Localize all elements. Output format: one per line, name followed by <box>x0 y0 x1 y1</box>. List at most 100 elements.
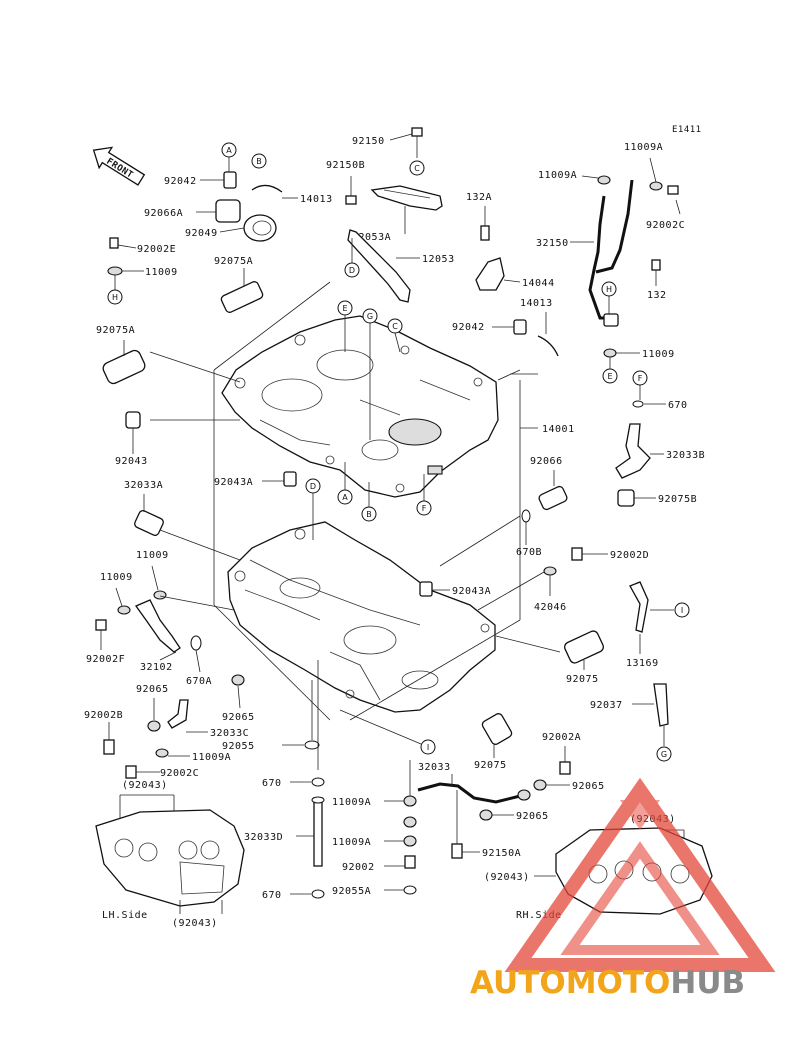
label-92150a: 92150A <box>482 848 521 859</box>
label-92002c-b: 92002C <box>160 768 199 779</box>
label-670b: 670B <box>516 547 542 558</box>
callout-d-1: D <box>344 262 360 278</box>
svg-text:I: I <box>427 743 429 752</box>
label-92065-d: 92065 <box>516 811 549 822</box>
callout-h-1: H <box>107 289 123 305</box>
label-92043: 92043 <box>115 456 148 467</box>
label-32102: 32102 <box>140 662 173 673</box>
label-92002: 92002 <box>342 862 375 873</box>
svg-text:G: G <box>661 750 667 759</box>
upper-crankcase <box>221 315 499 498</box>
svg-text:H: H <box>112 293 118 302</box>
rh-side-label: RH.Side <box>516 910 562 921</box>
label-42046: 42046 <box>534 602 567 613</box>
label-11009a-left: 11009A <box>538 170 577 181</box>
diagram-code: E1411 <box>672 125 702 135</box>
label-14013: 14013 <box>300 194 333 205</box>
label-670a: 670A <box>186 676 212 687</box>
label-92043-paren3: (92043) <box>484 872 530 883</box>
label-11009c: 11009 <box>100 572 133 583</box>
label-11009-right: 11009 <box>642 349 675 360</box>
label-11009a-b: 11009A <box>192 752 231 763</box>
label-14044: 14044 <box>522 278 555 289</box>
svg-text:E: E <box>607 372 612 381</box>
watermark-part-hub: HUB <box>670 965 745 1001</box>
label-92002e: 92002E <box>137 244 176 255</box>
svg-text:A: A <box>226 146 232 155</box>
callout-a-1: A <box>221 142 237 158</box>
watermark-text: AUTOMOTOHUB <box>470 965 745 1001</box>
label-11009b: 11009 <box>136 550 169 561</box>
label-32033a: 32033A <box>124 480 163 491</box>
label-92055: 92055 <box>222 741 255 752</box>
label-670: 670 <box>668 400 688 411</box>
label-32033c: 32033C <box>210 728 249 739</box>
label-32150: 32150 <box>536 238 569 249</box>
svg-text:C: C <box>414 164 420 173</box>
label-92150b: 92150B <box>326 160 365 171</box>
label-12053a: 12053A <box>352 232 391 243</box>
label-92002b: 92002B <box>84 710 123 721</box>
label-92065-a: 92065 <box>222 712 255 723</box>
label-92002c: 92002C <box>646 220 685 231</box>
svg-text:G: G <box>367 312 373 321</box>
label-92002a: 92002A <box>542 732 581 743</box>
callout-h-2: H <box>601 281 617 297</box>
label-11009: 11009 <box>145 267 178 278</box>
label-32033: 32033 <box>418 762 451 773</box>
label-92042b: 92042 <box>452 322 485 333</box>
label-92066a: 92066A <box>144 208 183 219</box>
label-92065-b: 92065 <box>136 684 169 695</box>
lower-crankcase <box>227 521 496 713</box>
label-13169: 13169 <box>626 658 659 669</box>
label-11009a-c: 11009A <box>332 797 371 808</box>
label-92049: 92049 <box>185 228 218 239</box>
label-14001: 14001 <box>542 424 575 435</box>
watermark-triangle-logo <box>504 777 776 972</box>
label-11009a-d: 11009A <box>332 837 371 848</box>
label-92075a-top: 92075A <box>214 256 253 267</box>
label-92037: 92037 <box>590 700 623 711</box>
callout-i-2: I <box>420 739 436 755</box>
svg-text:A: A <box>342 493 348 502</box>
label-92075-b: 92075 <box>474 760 507 771</box>
label-670-b: 670 <box>262 778 282 789</box>
label-92043a-mid: 92043A <box>452 586 491 597</box>
watermark-part-automoto: AUTOMOTO <box>470 965 670 1001</box>
svg-text:E: E <box>342 304 347 313</box>
svg-text:D: D <box>349 266 355 275</box>
callout-c-1: C <box>409 160 425 176</box>
label-92075a: 92075A <box>96 325 135 336</box>
label-92043-paren4: (92043) <box>172 918 218 929</box>
svg-text:D: D <box>310 482 316 491</box>
lh-side-case <box>95 809 245 907</box>
callout-i-1: I <box>674 602 690 618</box>
callout-g-2: G <box>656 746 672 762</box>
svg-text:B: B <box>366 510 372 519</box>
svg-text:F: F <box>422 504 427 513</box>
callout-b-1: B <box>251 153 267 169</box>
svg-text:B: B <box>256 157 262 166</box>
label-670-c: 670 <box>262 890 282 901</box>
label-132: 132 <box>647 290 667 301</box>
label-92043-paren1: (92043) <box>122 780 168 791</box>
label-92075: 92075 <box>566 674 599 685</box>
label-92043a-top: 92043A <box>214 477 253 488</box>
svg-text:I: I <box>681 606 683 615</box>
svg-text:H: H <box>606 285 612 294</box>
label-132a: 132A <box>466 192 492 203</box>
label-92075b: 92075B <box>658 494 697 505</box>
label-12053: 12053 <box>422 254 455 265</box>
label-92065-c: 92065 <box>572 781 605 792</box>
label-14013b: 14013 <box>520 298 553 309</box>
label-32033d: 32033D <box>244 832 283 843</box>
label-92042: 92042 <box>164 176 197 187</box>
label-92002f: 92002F <box>86 654 125 665</box>
label-92055a: 92055A <box>332 886 371 897</box>
svg-text:C: C <box>392 322 398 331</box>
label-11009a-top: 11009A <box>624 142 663 153</box>
label-32033b: 32033B <box>666 450 705 461</box>
svg-text:F: F <box>638 374 643 383</box>
label-92150: 92150 <box>352 136 385 147</box>
